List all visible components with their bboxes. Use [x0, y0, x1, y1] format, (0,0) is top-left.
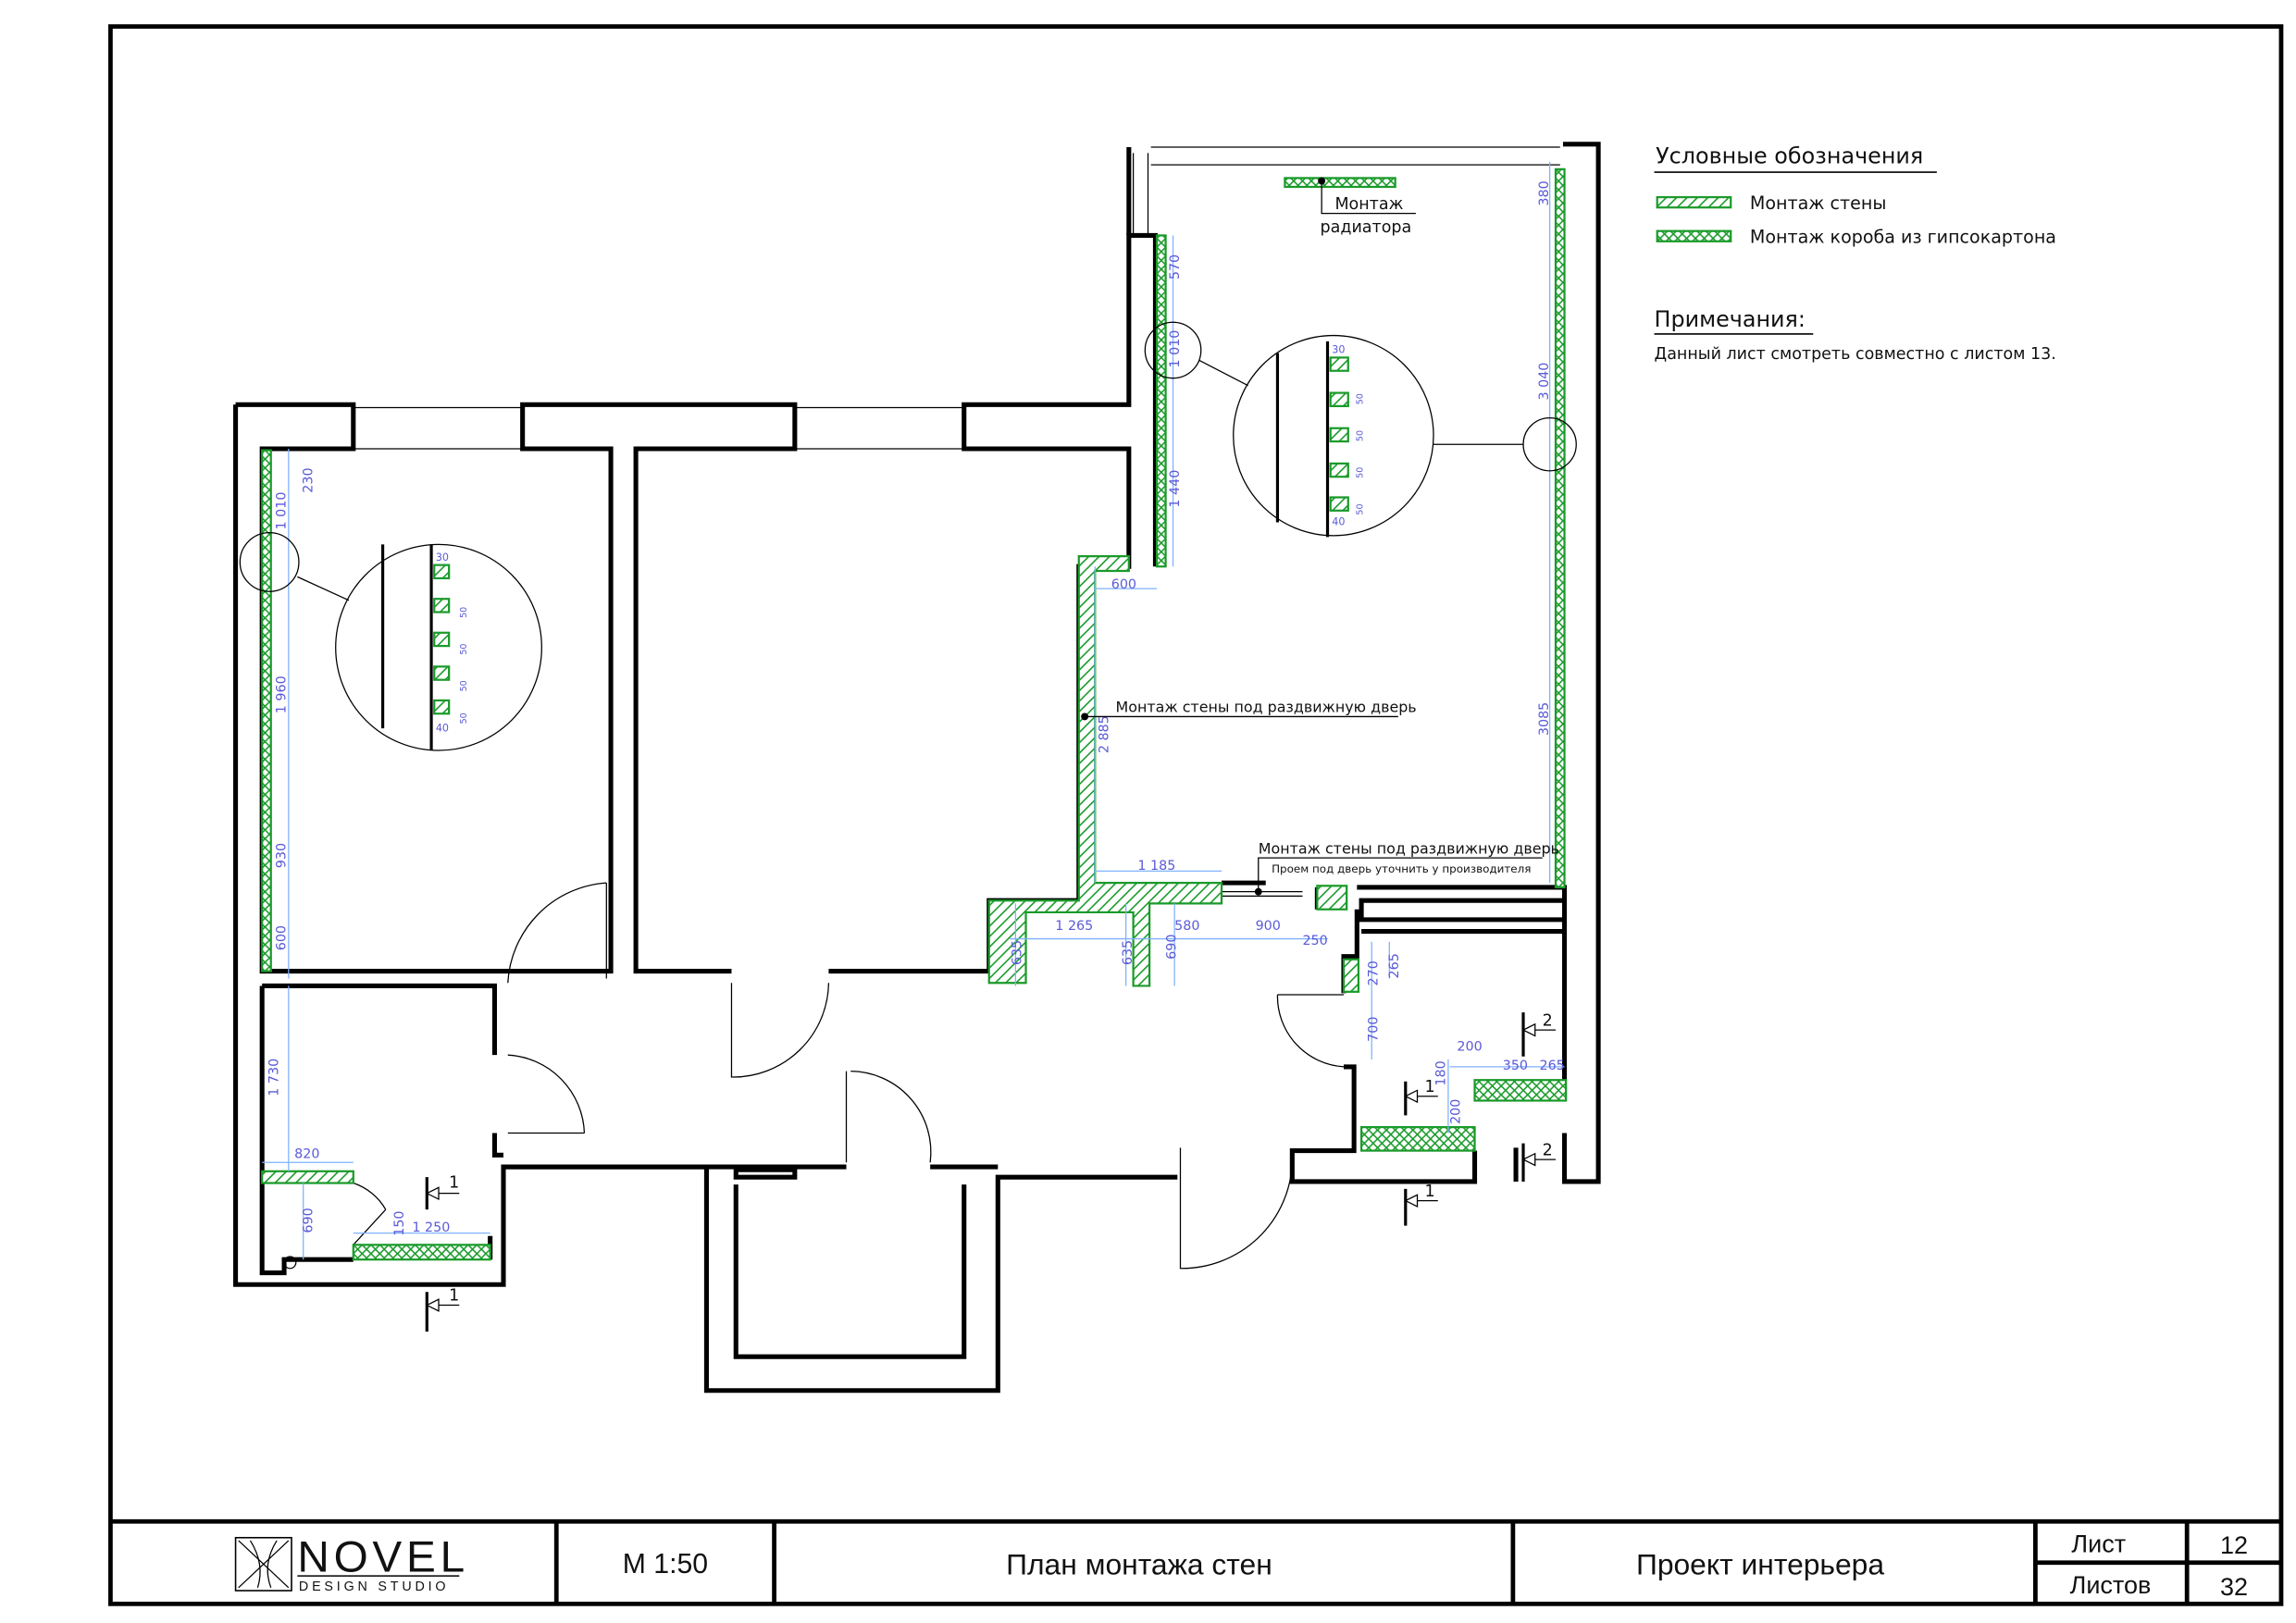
section-label: 1 — [449, 1287, 459, 1306]
dim: 600 — [1111, 577, 1136, 592]
section-label: 2 — [1543, 1011, 1553, 1030]
legend-title: Условные обозначения — [1656, 143, 1923, 169]
sheets-total: 32 — [2220, 1573, 2248, 1601]
dim: 350 — [1503, 1059, 1528, 1073]
section-label: 1 — [1424, 1078, 1434, 1096]
dim: 50 — [1356, 503, 1366, 514]
dim: 1 960 — [275, 675, 290, 713]
dim: 230 — [301, 467, 316, 492]
dim: 1 730 — [267, 1059, 282, 1096]
dim: 265 — [1539, 1059, 1564, 1073]
section-label: 1 — [1424, 1183, 1434, 1201]
dim: 270 — [1367, 960, 1382, 985]
dim: 635 — [1011, 940, 1025, 965]
green-walls — [261, 167, 1568, 1261]
dim: 1 010 — [275, 492, 290, 530]
dim: 380 — [1537, 180, 1552, 205]
dim: 40 — [436, 722, 449, 734]
dim: 50 — [459, 680, 469, 691]
dim: 1 440 — [1168, 470, 1183, 508]
project-name: Проект интерьера — [1636, 1548, 1884, 1581]
dim: 30 — [1332, 344, 1345, 356]
dim: 2 885 — [1098, 715, 1112, 753]
dim: 50 — [459, 607, 469, 618]
dim: 50 — [1356, 430, 1366, 441]
dim: 250 — [1302, 934, 1327, 948]
detail-callout-right: 30 40 50 50 50 50 — [1144, 321, 1577, 538]
scale-label: М 1:50 — [623, 1549, 708, 1580]
dim: 1 265 — [1055, 919, 1093, 934]
sheet-title: План монтажа стен — [1006, 1548, 1272, 1581]
logo-name: NOVEL — [297, 1532, 469, 1581]
dim: 600 — [275, 925, 290, 950]
notes-title: Примечания: — [1655, 306, 1806, 332]
dim: 200 — [1457, 1039, 1482, 1054]
dim: 50 — [1356, 393, 1366, 404]
dim: 50 — [459, 712, 469, 724]
dim: 180 — [1434, 1060, 1449, 1085]
doors — [283, 882, 1345, 1270]
dim: 50 — [459, 644, 469, 655]
dim: 40 — [1332, 516, 1345, 528]
dim: 265 — [1387, 953, 1402, 978]
dim: 820 — [294, 1146, 319, 1161]
section-label: 2 — [1543, 1141, 1553, 1159]
dim: 900 — [1256, 919, 1281, 934]
dimension-lines — [262, 161, 1565, 1260]
dim: 3 040 — [1537, 363, 1552, 401]
dim: 690 — [301, 1208, 316, 1233]
sliding-wall-label: Монтаж стены под раздвижную дверь — [1259, 839, 1559, 857]
detail-callout-left: 30 40 50 50 50 50 — [239, 532, 542, 751]
dimensions-left: 230 1 010 1 960 930 600 1 730 820 690 15… — [267, 467, 451, 1235]
logo: NOVEL DESIGN STUDIO — [234, 1532, 469, 1594]
section-markers: 1 1 1 1 2 2 — [425, 1011, 1556, 1332]
legend-item-label: Монтаж короба из гипсокартона — [1750, 227, 2056, 247]
sheet-frame — [108, 24, 2284, 1606]
dim: 580 — [1174, 919, 1199, 934]
title-block: NOVEL DESIGN STUDIO М 1:50 План монтажа … — [110, 1518, 2281, 1604]
legend-swatch-wall — [1656, 195, 1732, 209]
sheets-label: Листов — [2070, 1571, 2152, 1599]
logo-subtitle: DESIGN STUDIO — [299, 1580, 449, 1594]
dim: 570 — [1168, 254, 1183, 279]
dim: 930 — [275, 843, 290, 868]
dim: 1 010 — [1168, 330, 1183, 368]
notes-text: Данный лист смотреть совместно с листом … — [1655, 345, 2056, 364]
legend-item-label: Монтаж стены — [1750, 193, 1887, 214]
radiator-label: Монтаж — [1334, 195, 1403, 214]
section-label: 1 — [449, 1173, 459, 1192]
dim: 200 — [1449, 1099, 1464, 1124]
dim: 1 185 — [1137, 859, 1175, 873]
opening-note: Проем под дверь уточнить у производителя — [1272, 862, 1531, 875]
legend: Условные обозначения Монтаж стены Монтаж… — [1654, 143, 2056, 364]
sheet-label: Лист — [2071, 1530, 2126, 1558]
dim: 30 — [436, 551, 449, 564]
dim: 690 — [1165, 935, 1180, 960]
dim: 1 250 — [412, 1220, 450, 1235]
dim: 635 — [1121, 940, 1136, 965]
dim: 150 — [392, 1210, 407, 1235]
dim: 50 — [1356, 467, 1366, 478]
walls — [233, 142, 1601, 1394]
sheet-number: 12 — [2220, 1531, 2248, 1559]
annotations: Монтаж радиатора Монтаж стены под раздви… — [1081, 177, 1559, 896]
dimensions-right: 570 1 010 1 440 600 2 885 1 185 1 265 63… — [1011, 180, 1565, 1124]
radiator-label: радиатора — [1321, 218, 1412, 237]
sliding-wall-label: Монтаж стены под раздвижную дверь — [1116, 699, 1417, 716]
dim: 700 — [1367, 1017, 1382, 1042]
dim: 3085 — [1537, 702, 1552, 736]
legend-swatch-drywall — [1656, 229, 1732, 242]
